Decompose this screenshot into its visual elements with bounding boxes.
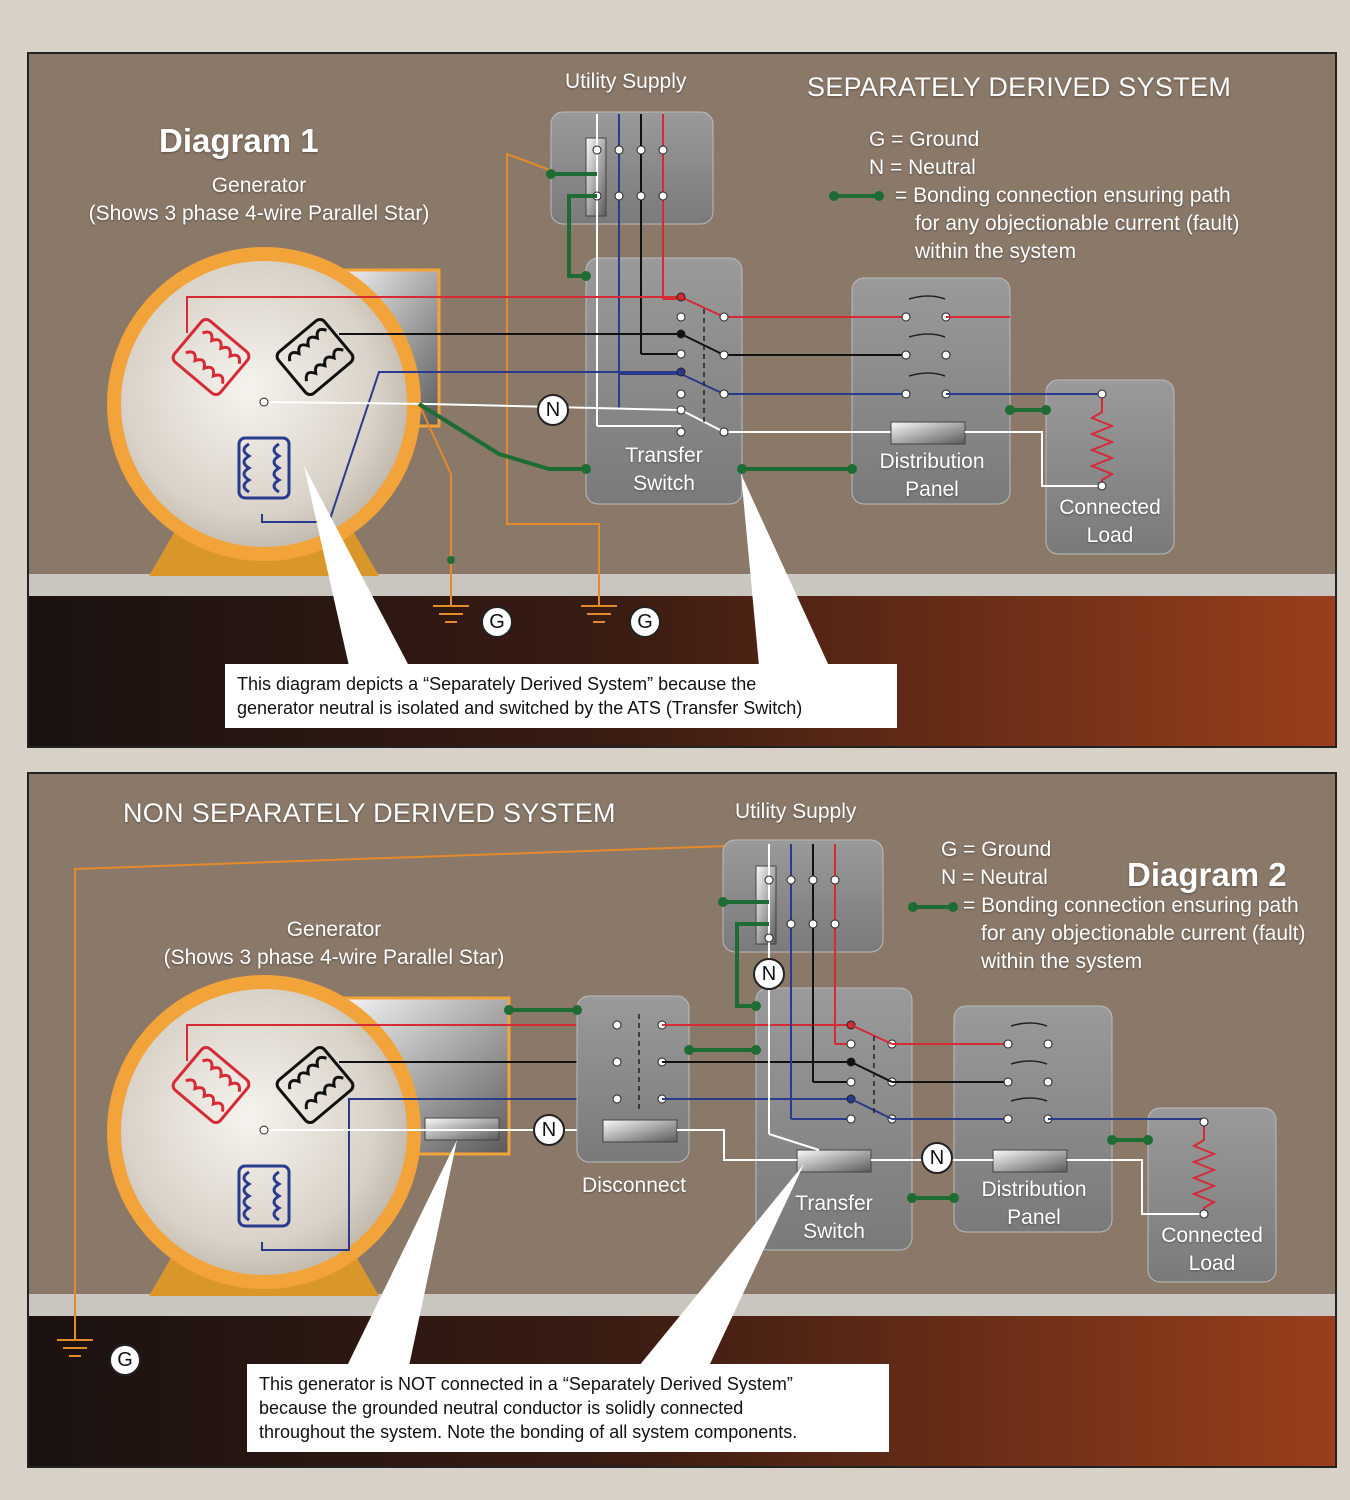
legend-ground: G = Ground: [869, 128, 980, 151]
wire-neutral-internal: [263, 401, 430, 405]
ground-surface: [29, 1294, 1335, 1316]
legend-bonding-line1: = Bonding connection ensuring path: [963, 894, 1299, 917]
ground-wire: [74, 845, 728, 1334]
coil-blue: [237, 436, 291, 500]
ground-symbol-1: [433, 594, 469, 623]
ground-marker: G: [109, 1344, 141, 1376]
diagram-2-panel: NON SEPARATELY DERIVED SYSTEM Diagram 2 …: [27, 772, 1337, 1468]
callout-2-line1: This generator is NOT connected in a “Se…: [259, 1374, 793, 1394]
callout-2: This generator is NOT connected in a “Se…: [247, 1364, 889, 1452]
legend-bonding-line3: within the system: [981, 950, 1143, 973]
diagram-1-panel: Diagram 1 SEPARATELY DERIVED SYSTEM Gene…: [27, 52, 1337, 748]
neutral-marker-utility: N: [753, 958, 785, 990]
coil-black: [275, 1045, 355, 1125]
connected-load-label-2: Load: [1188, 1252, 1236, 1275]
generator-caption-line2: (Shows 3 phase 4-wire Parallel Star): [163, 946, 505, 969]
distribution-panel-label-2: Panel: [1007, 1206, 1061, 1229]
disconnect-label: Disconnect: [582, 1174, 686, 1197]
neutral-marker-panel: N: [921, 1142, 953, 1174]
transfer-switch-label-1: Transfer: [795, 1192, 873, 1215]
legend-bonding-line2: for any objectionable current (fault): [915, 212, 1240, 235]
ground-marker-1: G: [481, 606, 513, 638]
callout-1-pointer-b: [741, 474, 829, 666]
callout-1-pointer-a: [304, 466, 409, 666]
generator-caption-line1: Generator: [211, 174, 307, 197]
distribution-panel-label-1: Distribution: [981, 1178, 1087, 1201]
transfer-switch-label-1: Transfer: [625, 444, 703, 467]
utility-supply-box: [550, 111, 714, 225]
ground-wire-generator: [418, 403, 452, 594]
callout-2-line3: throughout the system. Note the bonding …: [259, 1422, 798, 1442]
callout-2-line2: because the grounded neutral conductor i…: [259, 1398, 744, 1418]
callout-1-line1: This diagram depicts a “Separately Deriv…: [237, 674, 757, 694]
distribution-panel-label-1: Distribution: [879, 450, 985, 473]
ground-wire-utility: [506, 152, 620, 594]
generator-caption-line2: (Shows 3 phase 4-wire Parallel Star): [88, 202, 430, 225]
diagram-label: Diagram 1: [159, 122, 319, 159]
coil-black: [275, 317, 355, 397]
load-resistor: [1089, 394, 1115, 486]
bonding-connections: [417, 172, 1046, 471]
legend-neutral: N = Neutral: [869, 156, 976, 179]
legend-ground: G = Ground: [941, 838, 1052, 861]
legend-neutral: N = Neutral: [941, 866, 1048, 889]
load-resistor: [1191, 1122, 1217, 1214]
coil-red: [171, 1045, 251, 1125]
coil-blue: [237, 1164, 291, 1228]
ground-surface: [29, 574, 1335, 596]
ground-symbol: [57, 1334, 93, 1357]
utility-supply-box: [722, 839, 884, 953]
ground-symbol-2: [581, 594, 617, 623]
diagram-title: SEPARATELY DERIVED SYSTEM: [807, 72, 1232, 102]
transfer-switch-label-2: Switch: [633, 472, 695, 495]
connected-load-label-2: Load: [1086, 524, 1134, 547]
connected-load-label-1: Connected: [1059, 496, 1161, 519]
bonding-connections: [509, 900, 1148, 1200]
distribution-panel-box: [851, 277, 1011, 505]
legend-bonding-line2: for any objectionable current (fault): [981, 922, 1306, 945]
ground-marker-2: G: [629, 606, 661, 638]
legend-bonding-line1: = Bonding connection ensuring path: [895, 184, 1231, 207]
coil-red: [171, 317, 251, 397]
neutral-marker: N: [537, 394, 569, 426]
wire-red-internal: [186, 296, 429, 333]
transfer-switch-label-2: Switch: [803, 1220, 865, 1243]
callout-1: This diagram depicts a “Separately Deriv…: [225, 664, 897, 728]
utility-supply-label: Utility Supply: [735, 800, 857, 823]
neutral-marker-generator: N: [533, 1114, 565, 1146]
legend-bonding-line3: within the system: [915, 240, 1077, 263]
connected-load-box: [1045, 379, 1175, 555]
connected-load-box: [1147, 1107, 1277, 1283]
distribution-panel-label-2: Panel: [905, 478, 959, 501]
diagram-label: Diagram 2: [1127, 856, 1287, 893]
utility-supply-label: Utility Supply: [565, 70, 687, 93]
callout-1-line2: generator neutral is isolated and switch…: [237, 698, 803, 718]
generator-caption-line1: Generator: [286, 918, 382, 941]
diagram-title: NON SEPARATELY DERIVED SYSTEM: [123, 798, 616, 828]
connected-load-label-1: Connected: [1161, 1224, 1263, 1247]
